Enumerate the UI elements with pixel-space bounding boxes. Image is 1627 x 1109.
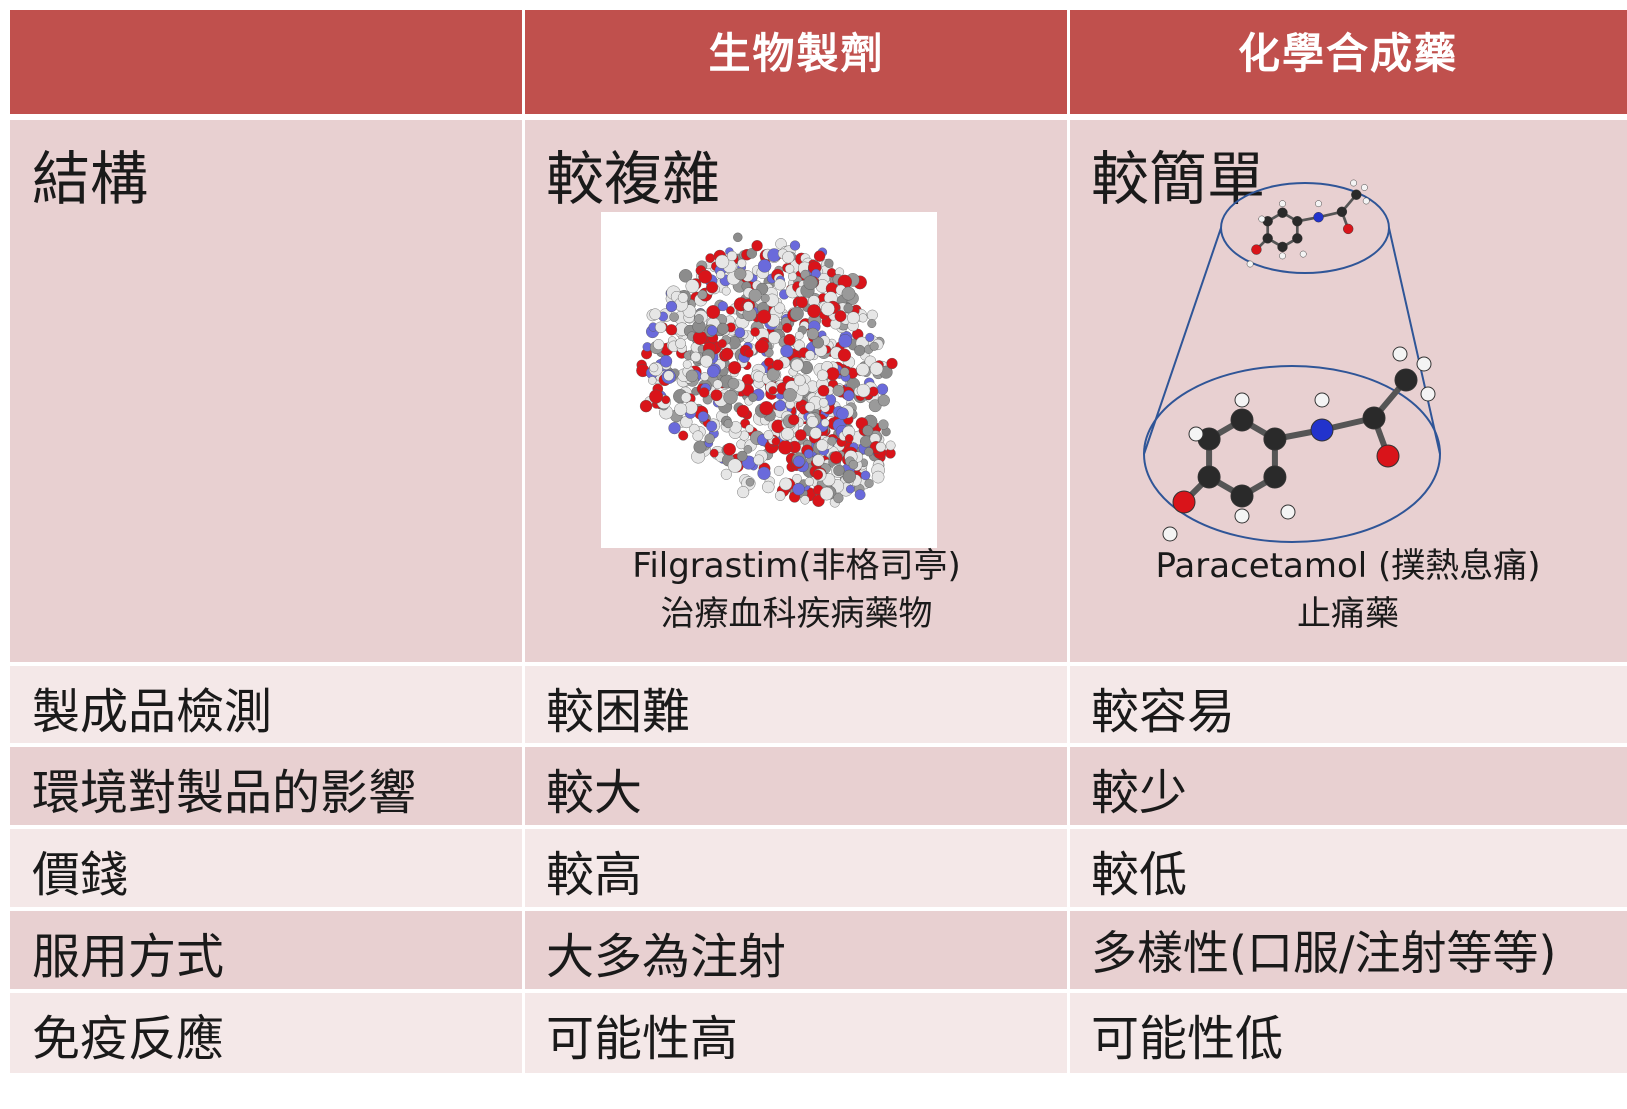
- biologics-caption: Filgrastim(非格司亭) 治療血科疾病藥物: [524, 542, 1069, 638]
- row-label: 結構: [32, 145, 149, 213]
- header-cell-biologics: 生物製劑: [524, 10, 1069, 118]
- biologics-value: 較困難: [546, 684, 691, 740]
- biologics-value: 大多為注射: [546, 929, 787, 985]
- table-row: 價錢 較高 較低: [10, 829, 1627, 908]
- table-header-row: 生物製劑 化學合成藥: [10, 10, 1627, 118]
- row-separator: [10, 989, 1627, 993]
- row-label-cell: 結構: [10, 120, 524, 664]
- chemical-structure-cell: 較簡單 Paracetamol (撲熱息痛) 止痛藥: [1069, 120, 1627, 664]
- filgrastim-description: 治療血科疾病藥物: [660, 594, 933, 634]
- row-label: 製成品檢測: [32, 684, 273, 740]
- biologics-value: 可能性高: [546, 1011, 739, 1067]
- row-separator: [10, 907, 1627, 911]
- table-row: 製成品檢測 較困難 較容易: [10, 666, 1627, 744]
- biologics-structure-value: 較複雜: [546, 145, 721, 213]
- row-separator: [10, 743, 1627, 747]
- row-label: 價錢: [32, 847, 129, 903]
- header-cell-empty: [10, 10, 524, 118]
- header-biologics-label: 生物製劑: [708, 29, 885, 78]
- table-row: 免疫反應 可能性高 可能性低: [10, 993, 1627, 1073]
- biologics-value: 較高: [546, 847, 643, 903]
- row-label: 免疫反應: [32, 1011, 225, 1067]
- row-separator: [10, 825, 1627, 829]
- table-row: 結構 較複雜 Filgrastim(非格司亭) 治療血科疾病藥物 較簡單: [10, 120, 1627, 664]
- chemical-value: 多樣性(口服/注射等等): [1091, 926, 1557, 980]
- row-separator: [10, 662, 1627, 668]
- table-row: 環境對製品的影響 較大 較少: [10, 747, 1627, 826]
- chemical-value: 可能性低: [1091, 1011, 1284, 1067]
- biologics-structure-cell: 較複雜 Filgrastim(非格司亭) 治療血科疾病藥物: [524, 120, 1069, 664]
- chemical-value: 較低: [1091, 847, 1188, 903]
- chemical-value: 較容易: [1091, 684, 1236, 740]
- filgrastim-name: Filgrastim(非格司亭): [632, 546, 961, 586]
- filgrastim-protein-model-image: [601, 212, 937, 548]
- paracetamol-name: Paracetamol (撲熱息痛): [1155, 546, 1541, 586]
- chemical-caption: Paracetamol (撲熱息痛) 止痛藥: [1069, 542, 1627, 638]
- table-row: 服用方式 大多為注射 多樣性(口服/注射等等): [10, 911, 1627, 990]
- header-cell-chemical-drugs: 化學合成藥: [1069, 10, 1627, 118]
- chemical-value: 較少: [1091, 765, 1188, 821]
- paracetamol-molecule-image: [1143, 179, 1441, 543]
- column-divider: [522, 10, 525, 1073]
- header-separator: [10, 114, 1627, 120]
- paracetamol-description: 止痛藥: [1297, 594, 1399, 634]
- column-divider: [1067, 10, 1070, 1073]
- biologics-value: 較大: [546, 765, 643, 821]
- row-label: 環境對製品的影響: [32, 765, 417, 821]
- row-label: 服用方式: [32, 929, 225, 985]
- header-chemical-label: 化學合成藥: [1237, 29, 1458, 78]
